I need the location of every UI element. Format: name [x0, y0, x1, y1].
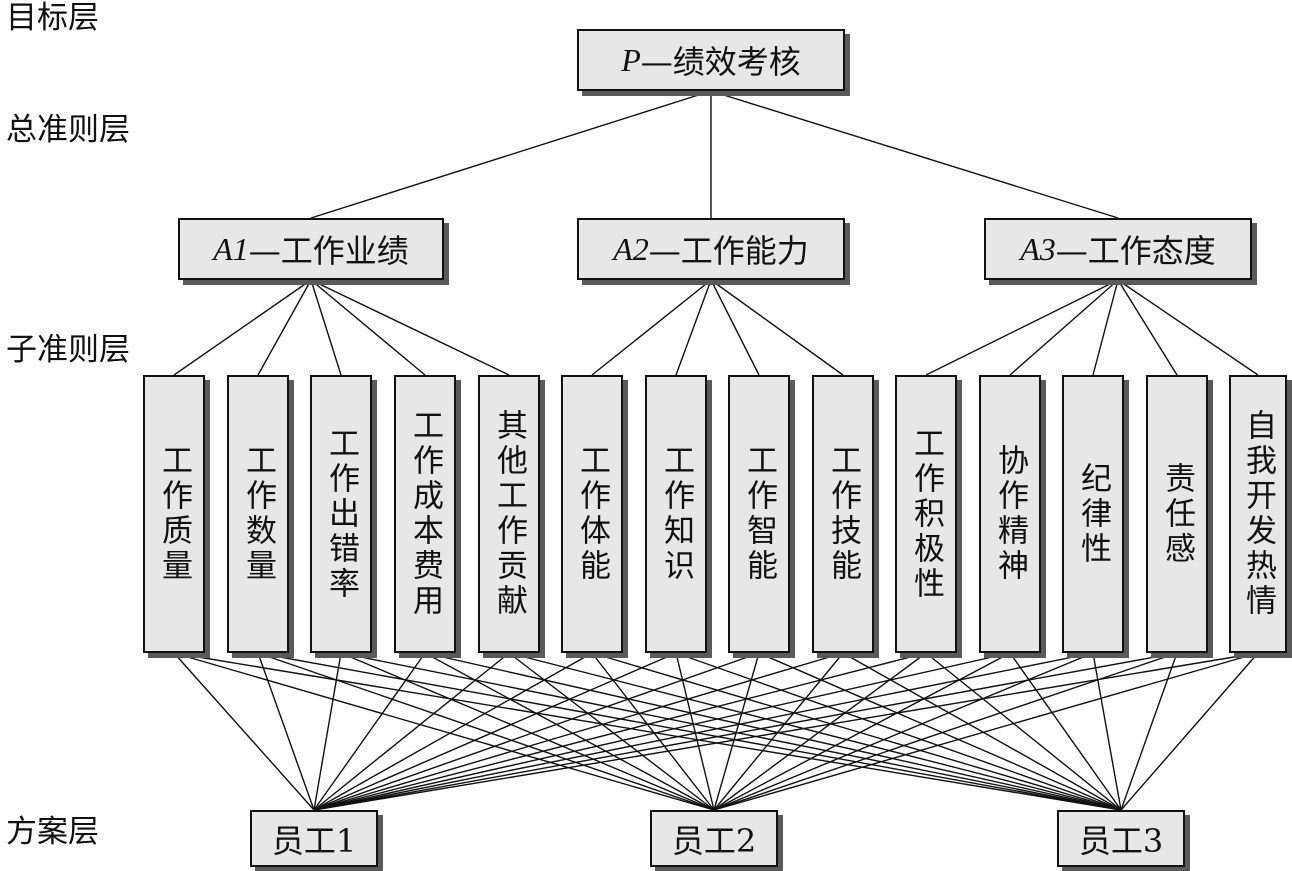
connector-line [257, 652, 315, 811]
connector-line [1117, 279, 1259, 376]
subcriterion-node: 其他工作贡献 [478, 375, 540, 653]
connector-line [675, 279, 712, 376]
alternative-node-1: 员工1 [250, 810, 378, 867]
connector-line [313, 652, 677, 811]
layer-label-subcriteria: 子准则层 [6, 332, 130, 368]
connector-line [925, 652, 1122, 811]
connector-line [313, 652, 844, 811]
subcriterion-node: 工作质量 [143, 375, 205, 653]
connector-line [257, 279, 312, 376]
criterion-node-a3: A3—工作态度 [984, 218, 1252, 280]
subcriterion-node: 工作知识 [645, 375, 707, 653]
connector-line [313, 652, 760, 811]
connector-line [313, 652, 1011, 811]
connector-line [313, 652, 593, 811]
connector-line [424, 652, 715, 811]
connector-line [675, 652, 715, 811]
connector-line [257, 652, 1122, 811]
connector-line [313, 652, 342, 811]
connector-line [925, 279, 1119, 376]
goal-text: —绩效考核 [640, 43, 801, 81]
connector-line [173, 652, 715, 811]
goal-prefix: P [621, 41, 641, 78]
alternative-node-3: 员工3 [1057, 810, 1185, 867]
connector-line [591, 652, 715, 811]
connector-line [1120, 652, 1178, 811]
criterion-text: —工作能力 [648, 232, 809, 270]
connector-line [1092, 279, 1119, 376]
criterion-text: —工作业绩 [248, 232, 409, 270]
connector-line [313, 652, 1178, 811]
connector-line [713, 652, 760, 811]
connector-line [310, 279, 426, 376]
connector-line [1120, 652, 1259, 811]
connector-line [710, 90, 1119, 219]
connector-line [310, 279, 510, 376]
connector-line [591, 279, 712, 376]
connector-line [758, 652, 1122, 811]
connector-line [508, 652, 1122, 811]
layer-label-alternatives: 方案层 [6, 814, 99, 850]
subcriterion-node: 工作数量 [227, 375, 289, 653]
subcriterion-node: 工作技能 [812, 375, 874, 653]
subcriterion-node: 责任感 [1146, 375, 1208, 653]
goal-node: P—绩效考核 [577, 29, 845, 91]
connector-line [710, 279, 760, 376]
criterion-prefix: A2 [613, 230, 649, 267]
connector-line [257, 652, 715, 811]
layer-label-criteria: 总准则层 [6, 112, 130, 148]
connector-line [340, 652, 715, 811]
subcriterion-node: 工作体能 [561, 375, 623, 653]
connector-line [1009, 279, 1119, 376]
subcriterion-node: 工作积极性 [895, 375, 957, 653]
subcriterion-node: 纪律性 [1062, 375, 1124, 653]
connector-line [310, 279, 342, 376]
connector-line [173, 279, 312, 376]
connector-line [713, 652, 927, 811]
subcriterion-node: 工作出错率 [310, 375, 372, 653]
connector-line [313, 652, 1259, 811]
connector-line [710, 279, 844, 376]
criterion-node-a2: A2—工作能力 [577, 218, 845, 280]
connector-line [713, 652, 1011, 811]
criterion-prefix: A1 [213, 230, 249, 267]
connector-line [591, 652, 1122, 811]
connector-line [713, 652, 1259, 811]
connector-line [310, 90, 712, 219]
subcriterion-node: 工作成本费用 [394, 375, 456, 653]
connector-line [842, 652, 1122, 811]
connector-line [173, 652, 1122, 811]
connector-line [173, 652, 315, 811]
connector-line [313, 652, 426, 811]
connector-line [508, 652, 715, 811]
subcriterion-node: 自我开发热情 [1229, 375, 1287, 653]
connector-line [313, 652, 1094, 811]
connector-line [313, 652, 510, 811]
criterion-text: —工作态度 [1055, 232, 1216, 270]
connector-line [675, 652, 1122, 811]
connector-line [1117, 279, 1178, 376]
alternative-node-2: 员工2 [650, 810, 778, 867]
criterion-node-a1: A1—工作业绩 [178, 218, 444, 280]
connector-line [424, 652, 1122, 811]
connector-line [340, 652, 1122, 811]
subcriterion-node: 工作智能 [728, 375, 790, 653]
connector-line [313, 652, 927, 811]
subcriterion-node: 协作精神 [979, 375, 1041, 653]
layer-label-goal: 目标层 [6, 0, 99, 36]
criterion-prefix: A3 [1020, 230, 1056, 267]
